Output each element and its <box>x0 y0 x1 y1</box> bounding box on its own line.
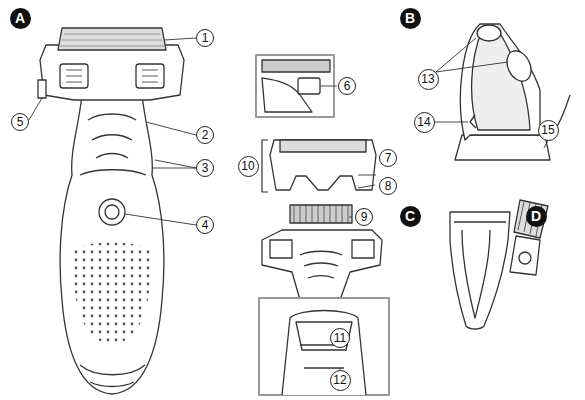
callout-text: 10 <box>241 160 254 172</box>
figure-letter: D <box>526 206 547 227</box>
protective-cap <box>450 212 510 329</box>
cleaning-brush <box>514 200 548 238</box>
callout-text: 5 <box>17 116 24 128</box>
callout-text: 8 <box>385 180 392 192</box>
callout-text: B <box>405 11 415 25</box>
callout-number: 12 <box>330 370 351 391</box>
callout-number: 9 <box>355 208 373 226</box>
power-switch <box>99 199 125 225</box>
callout-text: 12 <box>333 374 346 386</box>
outer-frame <box>270 140 376 190</box>
callout-text: 11 <box>334 332 346 344</box>
charging-stand <box>455 135 550 160</box>
head-frame <box>40 45 184 100</box>
callout-text: 15 <box>541 124 554 136</box>
callout-text: 1 <box>202 32 209 44</box>
callout-number: 8 <box>379 177 397 195</box>
bracket <box>262 140 268 192</box>
callout-number: 11 <box>330 328 350 348</box>
figure-letter: B <box>400 8 421 29</box>
inner-blade <box>290 205 352 223</box>
callout-number: 15 <box>538 120 559 141</box>
callout-text: 7 <box>385 152 392 164</box>
callout-text: C <box>405 209 415 223</box>
callout-number: 14 <box>414 112 435 133</box>
figure-letter: A <box>10 8 31 29</box>
callout-text: 14 <box>417 116 430 128</box>
callout-text: 2 <box>202 129 209 141</box>
callout-text: 13 <box>421 73 434 85</box>
callout-number: 13 <box>418 69 439 90</box>
callout-number: 3 <box>196 159 214 177</box>
callout-number: 2 <box>196 126 214 144</box>
callout-text: 3 <box>202 162 209 174</box>
callout-text: 9 <box>361 211 368 223</box>
callout-text: 4 <box>202 219 209 231</box>
callout-number: 1 <box>196 29 214 47</box>
outer-foil <box>58 28 166 50</box>
callout-text: D <box>531 209 541 223</box>
callout-text: 6 <box>344 80 351 92</box>
callout-number: 5 <box>11 113 29 131</box>
callout-number: 6 <box>338 77 356 95</box>
shaver-head-base <box>262 230 382 300</box>
callout-number: 7 <box>379 149 397 167</box>
callout-number: 10 <box>238 156 259 177</box>
shaver-body <box>60 95 164 394</box>
callout-text: A <box>15 11 25 25</box>
callout-number: 4 <box>196 216 214 234</box>
figure-letter: C <box>400 206 421 227</box>
